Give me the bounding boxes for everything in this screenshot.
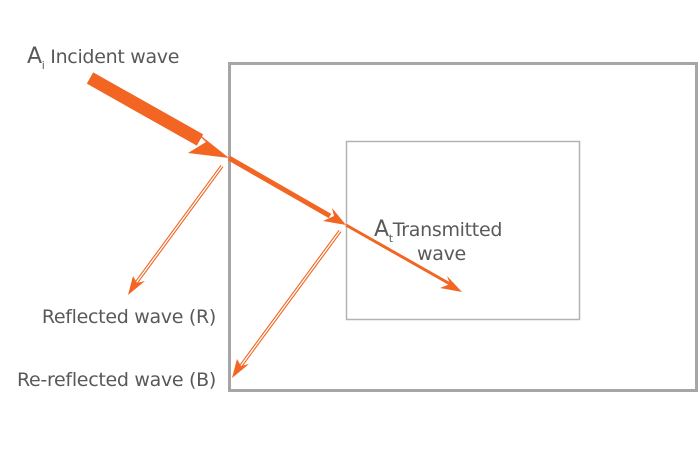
incident-subscript: i bbox=[41, 59, 45, 72]
reflected-wave-label: Reflected wave (R) bbox=[41, 306, 216, 328]
transmitted-text-line1: Transmitted bbox=[392, 219, 503, 241]
reflected-wave-arrow bbox=[128, 164, 224, 295]
incident-wave-arrow bbox=[86, 72, 229, 158]
incident-wave-label: Ai Incident wave bbox=[27, 44, 179, 72]
outer-medium-box bbox=[228, 62, 698, 392]
incident-text: Incident wave bbox=[50, 46, 180, 68]
rereflected-wave-arrow bbox=[232, 229, 342, 378]
internal-wave-arrow bbox=[227, 155, 346, 225]
transmitted-subscript: t bbox=[388, 232, 393, 245]
transmitted-text-line2: wave bbox=[417, 243, 466, 265]
transmitted-symbol: A bbox=[374, 217, 389, 242]
inner-medium-box bbox=[345, 140, 581, 321]
transmitted-wave-label: AtTransmitted bbox=[374, 217, 502, 245]
rereflected-wave-label: Re-reflected wave (B) bbox=[16, 369, 216, 391]
transmitted-wave-arrow bbox=[345, 223, 462, 292]
incident-symbol: A bbox=[27, 44, 42, 69]
